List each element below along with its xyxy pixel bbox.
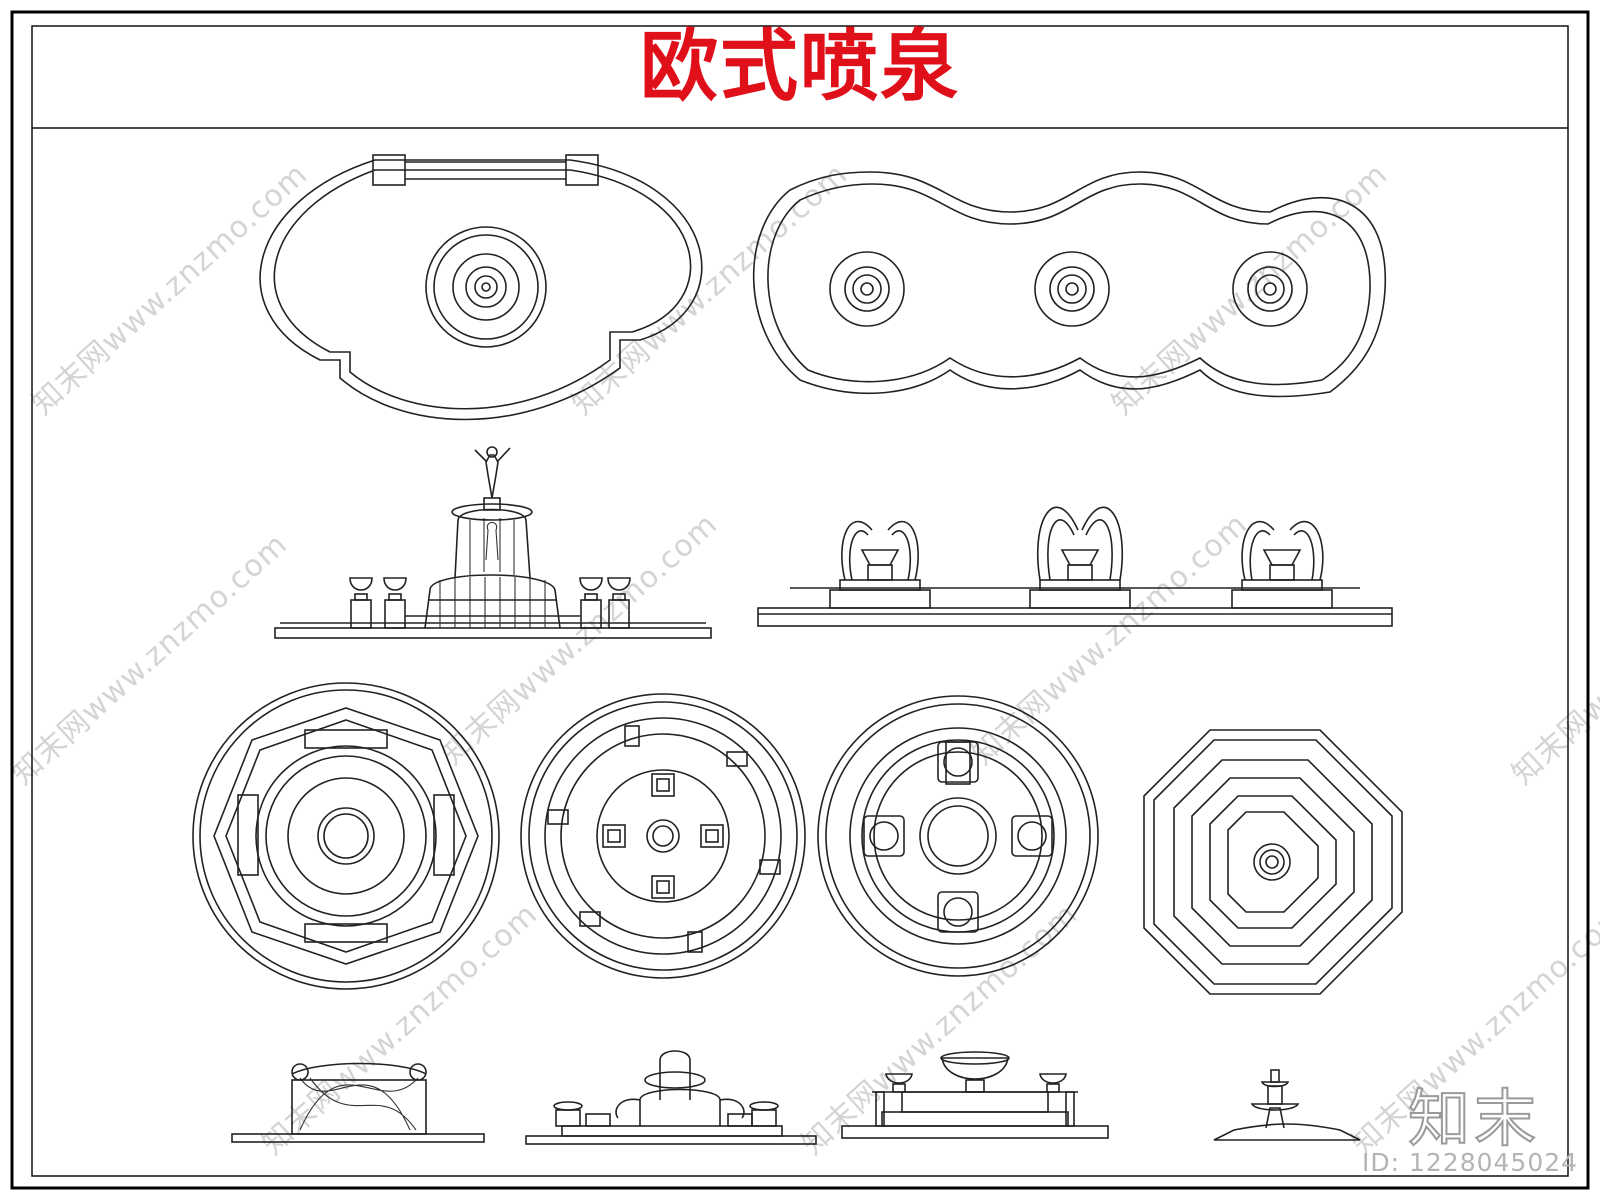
elevation-arch-jets: [757, 506, 1393, 627]
elevation-ribbon-basin: [231, 1062, 485, 1143]
plan-four-pods: [817, 695, 1099, 977]
plan-oval-pool: [259, 154, 703, 421]
plan-octagon: [1143, 729, 1403, 995]
brand-logo-text: 知末: [1407, 1081, 1541, 1156]
elevation-tiered-fountain: [1213, 1069, 1361, 1141]
plan-round-segmented: [192, 682, 500, 990]
plan-ring-jets: [520, 693, 806, 979]
page-title: 欧式喷泉: [639, 21, 960, 112]
elevation-bowl-platform: [841, 1051, 1109, 1139]
outer-frame: [10, 10, 1590, 1190]
elevation-statue-fountain: [274, 446, 712, 639]
asset-id: ID: 1228045024: [1362, 1148, 1579, 1177]
elevation-lion-basin: [525, 1050, 817, 1145]
inner-frame: [31, 25, 1569, 1177]
plan-triple-pool: [752, 171, 1386, 398]
